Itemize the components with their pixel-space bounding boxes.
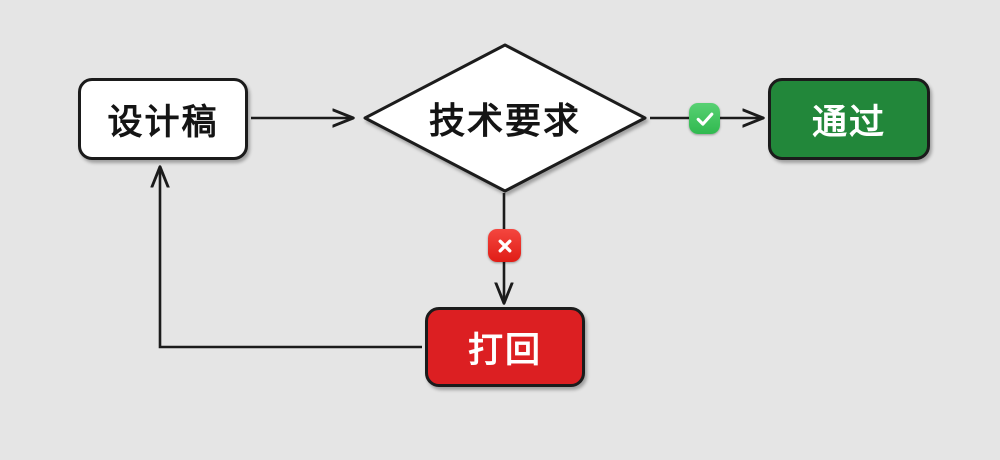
check-mark-badge-icon [689,103,720,134]
node-tech-requirement-label: 技术要求 [428,101,581,142]
node-reject-label: 打回 [467,330,542,371]
decision-diamond-shape [363,43,647,193]
node-design-draft-label: 设计稿 [107,102,219,143]
cross-mark-badge-icon [488,229,521,262]
node-pass[interactable]: 通过 [768,78,930,160]
node-design-draft[interactable]: 设计稿 [78,78,248,160]
node-pass-label: 通过 [811,102,886,143]
node-reject[interactable]: 打回 [425,307,585,387]
edge-reject-to-draft [160,168,422,349]
node-tech-requirement[interactable]: 技术要求 [365,92,645,144]
